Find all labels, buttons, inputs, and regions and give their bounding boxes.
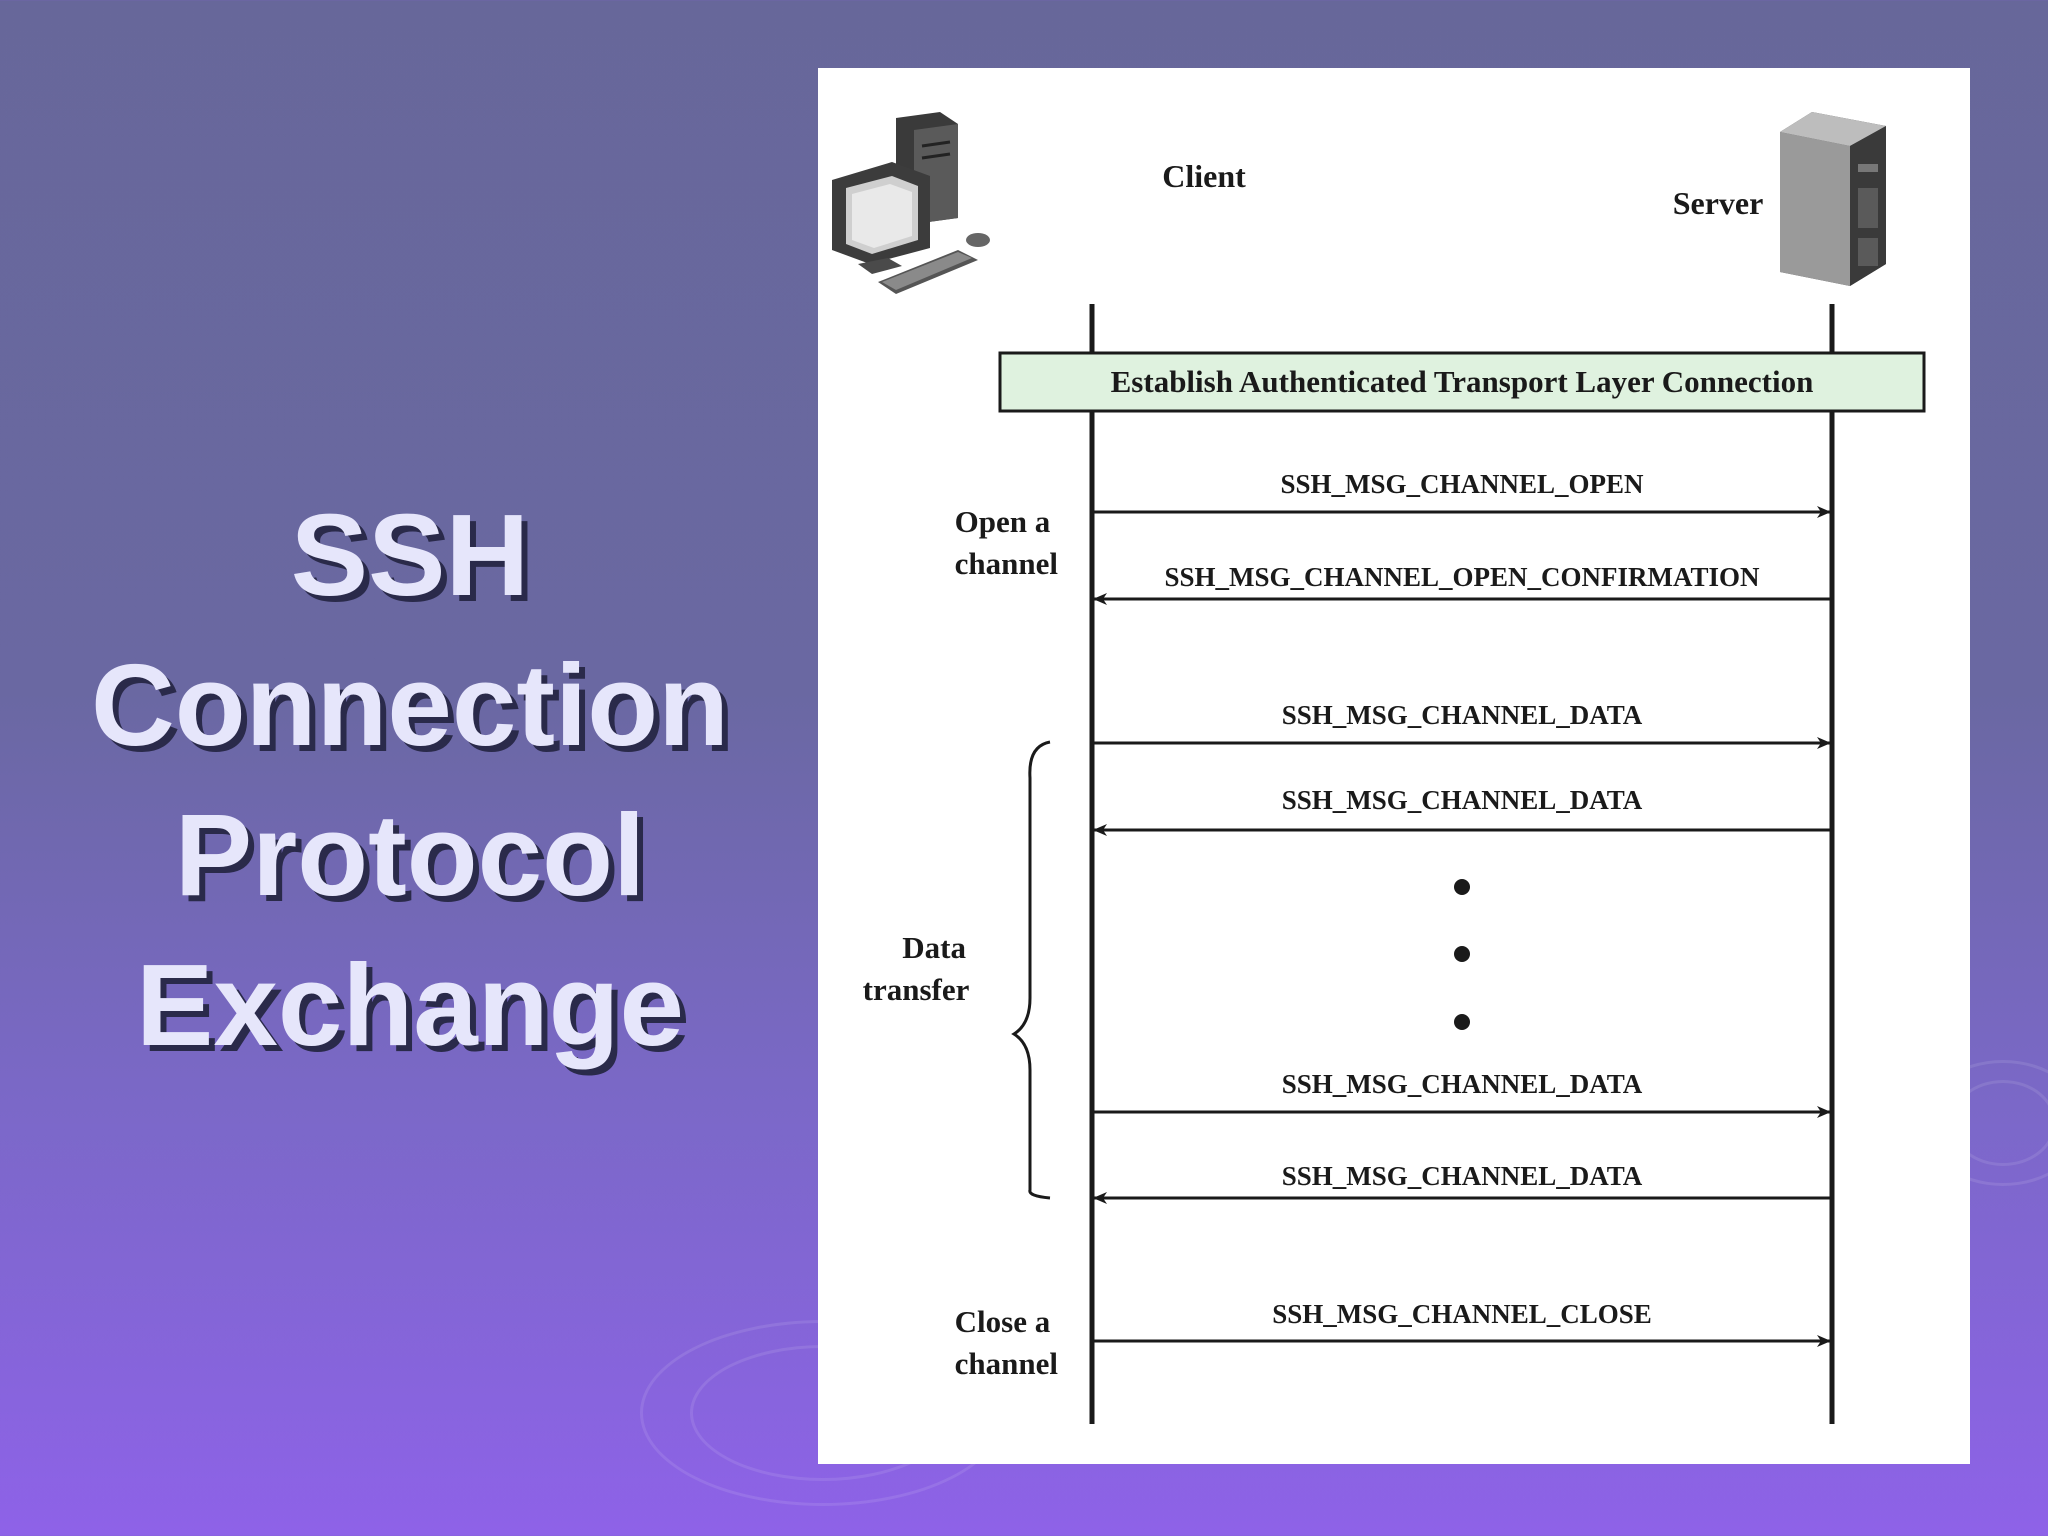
message-label: SSH_MSG_CHANNEL_DATA (1282, 1069, 1643, 1099)
transport-layer-banner-text: Establish Authenticated Transport Layer … (1111, 364, 1814, 399)
client-label: Client (1162, 158, 1246, 194)
message-label: SSH_MSG_CHANNEL_OPEN (1280, 469, 1644, 499)
message-label: SSH_MSG_CHANNEL_DATA (1282, 785, 1643, 815)
data-transfer-brace (1011, 740, 1051, 1200)
msg-6: SSH_MSG_CHANNEL_DATA (1093, 1161, 1830, 1204)
title-line: Protocol (174, 790, 646, 920)
client-computer-icon (832, 112, 990, 294)
title-line: SSH (290, 490, 530, 620)
msg-7: SSH_MSG_CHANNEL_CLOSE (1094, 1299, 1831, 1347)
title-line: Exchange (136, 940, 684, 1070)
ellipsis-dot (1454, 1014, 1470, 1030)
phase-label-close: Close a channel (955, 1304, 1059, 1381)
ellipsis-dot (1454, 946, 1470, 962)
message-label: SSH_MSG_CHANNEL_DATA (1282, 700, 1643, 730)
sequence-diagram-svg: Client Server Establish Authenticated Tr… (832, 112, 1926, 1424)
server-label: Server (1673, 185, 1764, 221)
msg-4: SSH_MSG_CHANNEL_DATA (1093, 785, 1830, 836)
msg-1: SSH_MSG_CHANNEL_OPEN (1094, 469, 1831, 518)
msg-3: SSH_MSG_CHANNEL_DATA (1094, 700, 1831, 749)
phase-label-data: Data transfer (863, 930, 974, 1007)
sequence-diagram: Client Server Establish Authenticated Tr… (818, 68, 1970, 1464)
msg-2: SSH_MSG_CHANNEL_OPEN_CONFIRMATION (1093, 562, 1830, 605)
message-label: SSH_MSG_CHANNEL_OPEN_CONFIRMATION (1164, 562, 1760, 592)
slide-title: SSH Connection Protocol Exchange (20, 480, 800, 1080)
message-label: SSH_MSG_CHANNEL_CLOSE (1272, 1299, 1652, 1329)
title-line: Connection (91, 640, 729, 770)
server-icon (1780, 112, 1886, 286)
msg-5: SSH_MSG_CHANNEL_DATA (1094, 1069, 1831, 1118)
message-label: SSH_MSG_CHANNEL_DATA (1282, 1161, 1643, 1191)
phase-label-open: Open a channel (955, 504, 1059, 581)
transport-layer-banner (998, 351, 1926, 413)
ellipsis-dot (1454, 879, 1470, 895)
